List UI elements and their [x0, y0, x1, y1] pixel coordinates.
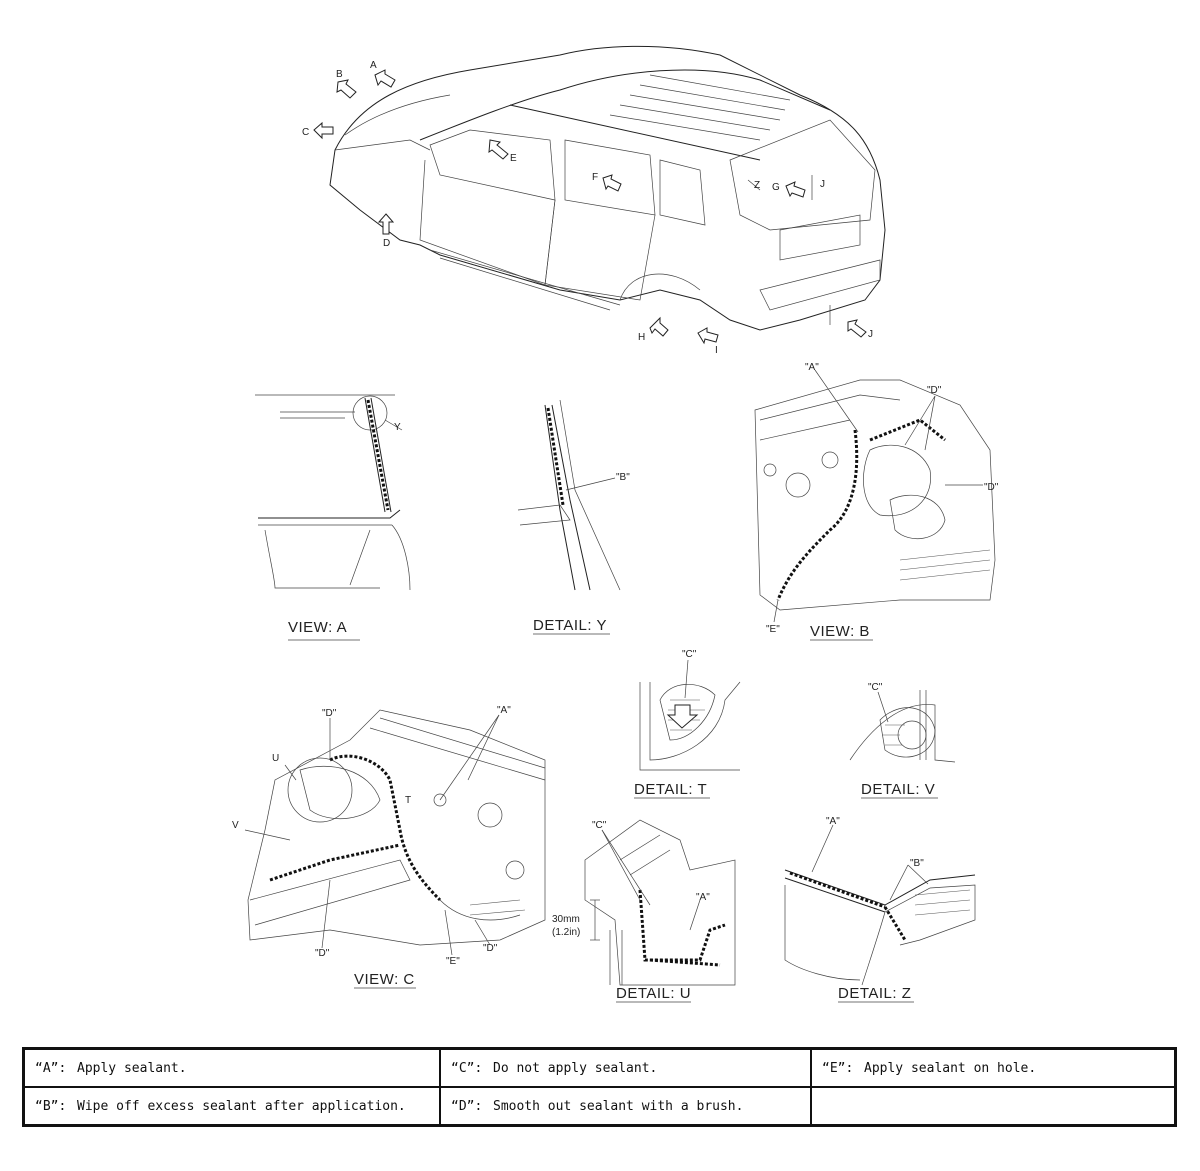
view-c-a-callout: "A": [497, 705, 511, 716]
view-a: Y VIEW: A: [255, 394, 411, 641]
label-e: E: [510, 153, 517, 164]
view-c-d-right-callout: "D": [483, 943, 498, 954]
dimension-imperial: (1.2in): [552, 927, 580, 938]
legend-text: Smooth out sealant with a brush.: [493, 1098, 744, 1114]
detail-t: "C" DETAIL: T: [634, 649, 741, 799]
legend-row: “B”: Wipe off excess sealant after applic…: [22, 1086, 1177, 1127]
view-b-d-callout: "D": [927, 385, 942, 396]
view-b-caption: VIEW: B: [810, 623, 870, 640]
label-b: B: [336, 69, 343, 80]
legend-cell-d: “D”: Smooth out sealant with a brush.: [439, 1086, 812, 1127]
detail-u-c-callout: "C": [592, 820, 607, 831]
detail-z-b-callout: "B": [910, 858, 924, 869]
detail-v-caption: DETAIL: V: [861, 781, 935, 798]
view-c: "D" "A" U V T "D" "E" "D" VIEW: C: [232, 705, 546, 989]
dimension-metric: 30mm: [552, 914, 580, 925]
view-c-d-top-callout: "D": [322, 708, 337, 719]
legend-text: Wipe off excess sealant after applicatio…: [77, 1098, 406, 1114]
detail-y: "B" DETAIL: Y: [517, 399, 630, 635]
view-b-a-callout: "A": [805, 362, 819, 373]
legend-cell-c: “C”: Do not apply sealant.: [439, 1047, 812, 1088]
label-d: D: [383, 238, 390, 249]
detail-z-a-callout: "A": [826, 816, 840, 827]
detail-z: "A" "B" DETAIL: Z: [784, 816, 976, 1003]
sealant-legend-table: “A”: Apply sealant. “C”: Do not apply seal…: [22, 1047, 1177, 1127]
detail-t-c-callout: "C": [682, 649, 697, 660]
detail-z-caption: DETAIL: Z: [838, 985, 911, 1002]
legend-row: “A”: Apply sealant. “C”: Do not apply seal…: [22, 1047, 1177, 1088]
detail-v: "C" DETAIL: V: [849, 682, 956, 799]
arrow-j-icon: [847, 319, 867, 338]
view-c-e-callout: "E": [446, 956, 460, 967]
view-b-d2-callout: "D": [984, 482, 999, 493]
arrow-b-icon: [336, 79, 357, 99]
legend-text: Apply sealant on hole.: [864, 1060, 1037, 1076]
arrow-h-icon: [649, 316, 669, 337]
legend-key: “B”:: [35, 1098, 67, 1114]
label-j-upper: J: [820, 179, 825, 190]
legend-cell-b: “B”: Wipe off excess sealant after applic…: [22, 1086, 441, 1127]
arrow-a-icon: [374, 69, 396, 88]
label-j-lower: J: [868, 329, 873, 340]
label-g: G: [772, 182, 780, 193]
view-b-e-callout: "E": [766, 624, 780, 635]
view-b: "A" "D" "D" "E" VIEW: B: [754, 362, 999, 641]
detail-u: "C" "A" 30mm (1.2in) DETAIL: U: [552, 819, 736, 1003]
label-c: C: [302, 127, 309, 138]
detail-v-c-callout: "C": [868, 682, 883, 693]
detail-y-caption: DETAIL: Y: [533, 617, 607, 634]
label-z: Z: [754, 180, 760, 191]
diagram-canvas: A B C D E F G H I J J Z Y VIEW: A: [232, 45, 999, 1003]
legend-text: Do not apply sealant.: [493, 1060, 658, 1076]
view-a-y-callout: Y: [394, 422, 401, 433]
legend-cell-e: “E”: Apply sealant on hole.: [810, 1047, 1177, 1088]
arrow-i-icon: [697, 327, 719, 345]
label-i: I: [715, 345, 718, 356]
detail-y-b-callout: "B": [616, 472, 630, 483]
arrow-g-icon: [785, 181, 806, 198]
view-c-v-callout: V: [232, 820, 239, 831]
legend-key: “E”:: [822, 1060, 854, 1076]
label-h: H: [638, 332, 645, 343]
legend-key: “C”:: [451, 1060, 483, 1076]
legend-cell-empty: [810, 1086, 1177, 1127]
legend-key: “D”:: [451, 1098, 483, 1114]
view-c-caption: VIEW: C: [354, 971, 415, 988]
legend-cell-a: “A”: Apply sealant.: [22, 1047, 441, 1088]
label-f: F: [592, 172, 598, 183]
view-c-t-callout: T: [405, 795, 411, 806]
view-c-d-bottom-callout: "D": [315, 948, 330, 959]
detail-t-caption: DETAIL: T: [634, 781, 707, 798]
view-c-u-callout: U: [272, 753, 279, 764]
arrow-c-icon: [313, 121, 334, 140]
sealant-diagram: A B C D E F G H I J J Z Y VIEW: A: [232, 45, 999, 1003]
vehicle-overview: A B C D E F G H I J J Z: [302, 45, 886, 356]
detail-u-a-callout: "A": [696, 892, 710, 903]
arrow-e-icon: [488, 139, 509, 160]
arrow-d-icon: [377, 213, 395, 235]
legend-key: “A”:: [35, 1060, 67, 1076]
legend-text: Apply sealant.: [77, 1060, 187, 1076]
view-a-caption: VIEW: A: [288, 619, 347, 636]
arrow-f-icon: [602, 174, 622, 192]
detail-u-caption: DETAIL: U: [616, 985, 691, 1002]
label-a: A: [370, 60, 377, 71]
